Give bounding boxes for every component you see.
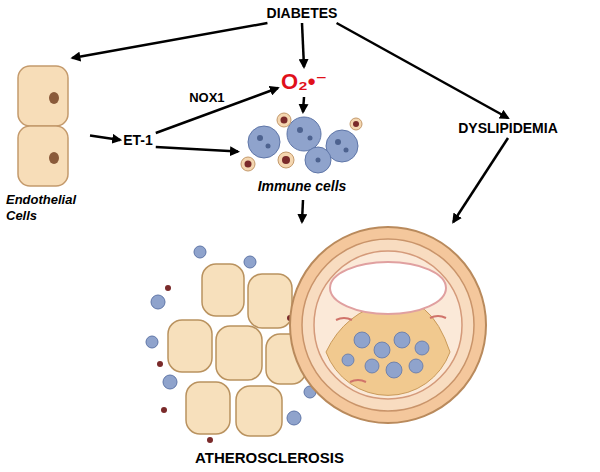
edge-label: NOX1 [187, 90, 226, 105]
node-text: ATHEROSCLEROSIS [195, 449, 344, 466]
node-text: DYSLIPIDEMIA [458, 120, 558, 136]
node-text: O₂•⁻ [281, 69, 327, 95]
cell-group: Immune cells [238, 112, 368, 200]
arrow-connector [302, 23, 304, 67]
arrow-connector [302, 97, 305, 112]
superoxide-label: O₂•⁻ [278, 67, 330, 97]
vessel-group: ATHEROSCLEROSIS [140, 222, 496, 470]
mediator-label: ET-1 [120, 130, 156, 150]
arrow-connector [90, 135, 120, 140]
endothelial-cells-illustration [2, 58, 90, 188]
arrow-connector [302, 200, 303, 222]
node-text: ET-1 [123, 132, 153, 148]
arrow-connector [72, 23, 267, 58]
atherosclerosis-illustration [140, 222, 496, 444]
node-text: DIABETES [267, 5, 338, 21]
disease-label: DIABETES [264, 3, 341, 23]
node-text: Immune cells [238, 178, 366, 195]
arrow-connector [156, 147, 238, 152]
cell-group: Endothelial Cells [2, 58, 90, 230]
immune-cells-illustration [238, 112, 366, 176]
disease-label: DYSLIPIDEMIA [455, 118, 561, 138]
arrow-connector [337, 23, 508, 118]
arrow-connector [453, 138, 508, 222]
node-text: Endothelial Cells [6, 192, 88, 223]
